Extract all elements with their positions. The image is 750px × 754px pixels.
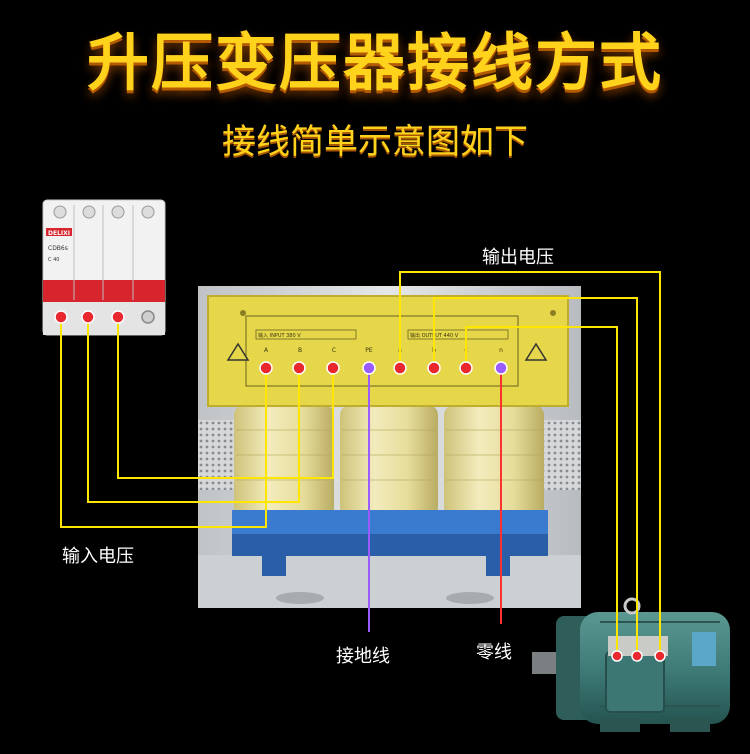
terminal-a-lower: [393, 361, 407, 375]
wire-output-b: [433, 297, 638, 656]
terminal-panel: [207, 295, 569, 407]
input-voltage-label: 输入电压: [62, 546, 134, 567]
ground-wire-label: 接地线: [336, 646, 390, 667]
terminal-label-a-upper: A: [264, 347, 269, 354]
motor-terminal-1: [611, 650, 623, 662]
page-subtitle: 接线简单示意图如下: [222, 122, 528, 162]
circuit-breaker: [42, 199, 166, 336]
terminal-label-pe: PE: [365, 347, 373, 354]
breaker-terminal-4: [141, 310, 155, 324]
motor-terminal-2: [631, 650, 643, 662]
terminal-label-n: n: [499, 347, 503, 354]
wire-output-c: [465, 326, 618, 656]
breaker-rating: C 40: [48, 257, 59, 263]
breaker-terminal-2: [81, 310, 95, 324]
transformer-coils: [234, 405, 544, 517]
terminal-c-upper: [326, 361, 340, 375]
breaker-model: CDB6s: [48, 245, 68, 252]
terminal-label-c-upper: C: [332, 347, 336, 354]
breaker-brand: DELIXI: [48, 230, 70, 237]
motor-terminals: [611, 650, 666, 662]
electric-motor: [532, 597, 730, 732]
breaker-terminals: [54, 310, 155, 324]
breaker-terminal-3: [111, 310, 125, 324]
terminal-b-lower: [427, 361, 441, 375]
transformer-base: [232, 510, 548, 576]
page-title: 升压变压器接线方式: [86, 26, 663, 99]
terminal-pe: [362, 361, 376, 375]
neutral-wire-label: 零线: [476, 642, 512, 663]
terminal-a-upper: [259, 361, 273, 375]
terminal-n: [494, 361, 508, 375]
terminal-c-lower: [459, 361, 473, 375]
wire-input-c: [117, 317, 334, 479]
input-header-text: 输入 INPUT 380 V: [258, 332, 301, 339]
wire-output-a: [399, 271, 661, 656]
breaker-terminal-1: [54, 310, 68, 324]
wires: [60, 271, 661, 656]
motor-terminal-3: [654, 650, 666, 662]
wire-input-a: [60, 317, 267, 528]
output-voltage-label: 输出电压: [482, 247, 554, 268]
terminal-label-b-upper: B: [298, 347, 302, 354]
terminal-b-upper: [292, 361, 306, 375]
wire-input-b: [87, 317, 300, 503]
panel-terminals: [259, 361, 508, 375]
